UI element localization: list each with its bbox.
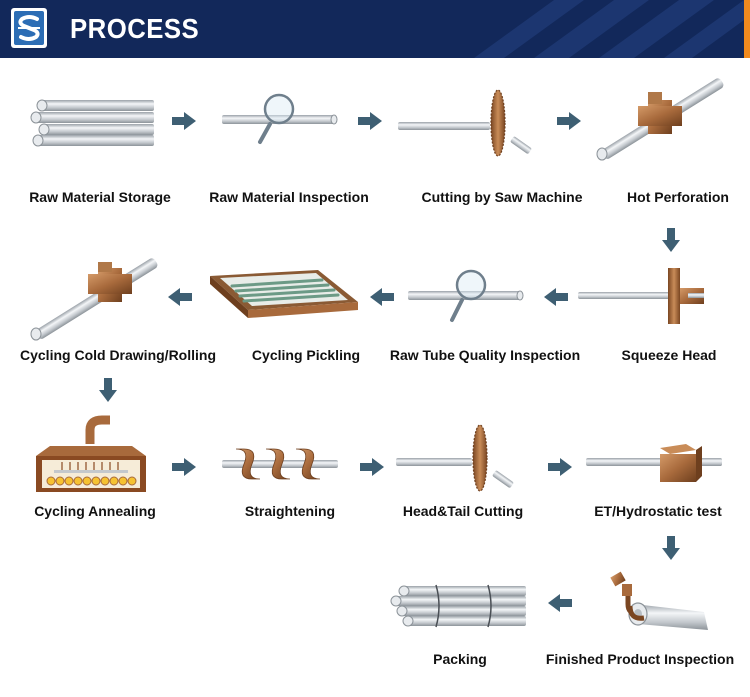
pickling-tank-icon: [210, 270, 358, 318]
flow-arrow-right-icon: [360, 458, 384, 476]
cutting-saw-illustration: [398, 88, 548, 158]
step-label-straightening: Straightening: [244, 503, 336, 519]
page-title: PROCESS: [70, 13, 200, 44]
flow-arrow-down-icon: [662, 228, 680, 252]
crane-hook-icon: [610, 571, 708, 630]
flow-arrow-right-icon: [358, 112, 382, 130]
head-tail-cutting-illustration: [396, 422, 526, 492]
header-accent-strip: [744, 0, 750, 58]
straightening-illustration: [222, 446, 340, 482]
pickling-tank-illustration: [210, 266, 360, 326]
step-label-finished-product-inspection: Finished Product Inspection: [545, 651, 735, 667]
header-stripes: [474, 0, 744, 58]
annealing-furnace-icon: [36, 415, 146, 492]
flow-arrow-left-icon: [544, 288, 568, 306]
magnifier-pipe-icon: [408, 269, 524, 322]
straightening-rollers-icon: [222, 448, 338, 480]
flow-arrow-right-icon: [557, 112, 581, 130]
step-label-raw-tube-quality-inspection: Raw Tube Quality Inspection: [389, 347, 581, 363]
drawing-block-icon: [30, 258, 158, 341]
test-block-icon: [586, 444, 722, 482]
step-label-cycling-pickling: Cycling Pickling: [251, 347, 361, 363]
raw-material-storage-illustration: [28, 98, 158, 148]
magnifier-pipe-icon: [222, 93, 338, 144]
step-label-raw-material-inspection: Raw Material Inspection: [209, 189, 369, 205]
step-label-cycling-cold-drawing-rolling: Cycling Cold Drawing/Rolling: [20, 347, 216, 363]
packing-illustration: [390, 584, 528, 630]
squeeze-head-illustration: [578, 266, 714, 328]
et-hydrostatic-test-illustration: [586, 440, 726, 486]
step-label-cutting-by-saw-machine: Cutting by Saw Machine: [421, 189, 583, 205]
cold-drawing-illustration: [28, 258, 158, 341]
perforation-block-icon: [596, 78, 724, 161]
step-label-raw-material-storage: Raw Material Storage: [29, 189, 171, 205]
flow-arrow-left-icon: [168, 288, 192, 306]
step-label-et-hydrostatic-test: ET/Hydrostatic test: [594, 503, 722, 519]
saw-blade-icon: [398, 89, 532, 157]
step-label-hot-perforation: Hot Perforation: [627, 189, 729, 205]
flow-arrow-right-icon: [172, 458, 196, 476]
flow-arrow-down-icon: [662, 536, 680, 560]
flow-arrow-right-icon: [548, 458, 572, 476]
saw-blade-icon: [396, 424, 514, 492]
flow-arrow-left-icon: [370, 288, 394, 306]
flow-arrow-down-icon: [99, 378, 117, 402]
step-label-squeeze-head: Squeeze Head: [621, 347, 717, 363]
step-label-head-tail-cutting: Head&Tail Cutting: [402, 503, 524, 519]
header-bar: PROCESS: [0, 0, 744, 58]
hot-perforation-illustration: [594, 78, 724, 162]
step-label-packing: Packing: [433, 651, 487, 667]
company-logo: [11, 8, 47, 48]
raw-tube-inspection-illustration: [408, 268, 524, 326]
flow-arrow-right-icon: [172, 112, 196, 130]
raw-material-inspection-illustration: [222, 92, 338, 150]
flow-arrow-left-icon: [548, 594, 572, 612]
step-label-cycling-annealing: Cycling Annealing: [34, 503, 156, 519]
squeeze-head-icon: [578, 268, 704, 324]
pipe-bundle-icon: [30, 99, 154, 147]
strapped-bundle-icon: [390, 584, 526, 628]
annealing-furnace-illustration: [34, 415, 148, 492]
finished-product-inspection-illustration: [608, 571, 712, 636]
